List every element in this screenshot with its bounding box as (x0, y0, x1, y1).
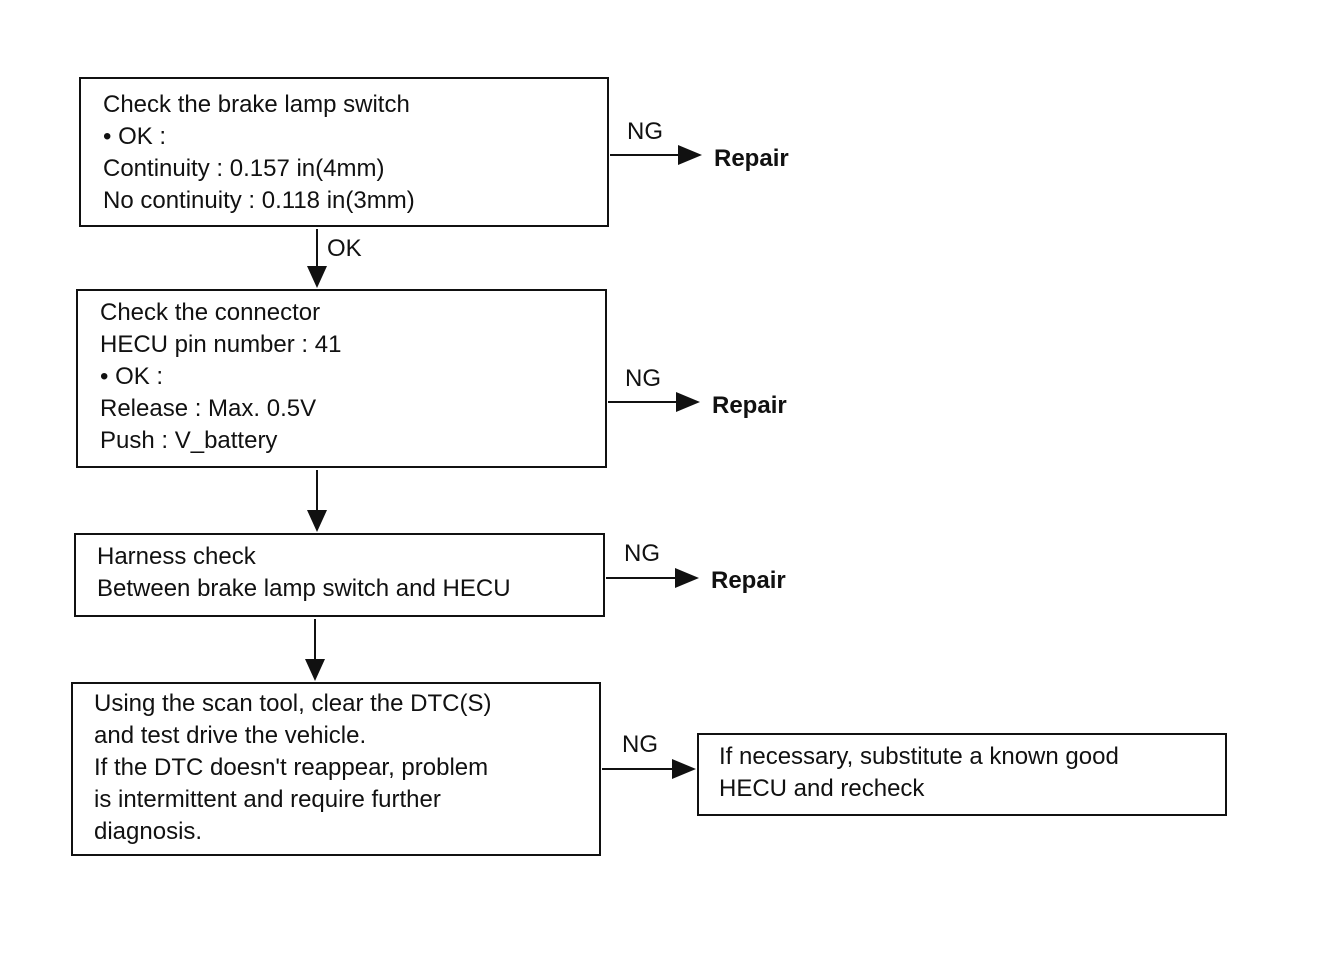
ng-arrow-1 (610, 145, 702, 165)
flow-arrow-2-to-3 (307, 470, 327, 532)
step-box-connector: Check the connector HECU pin number : 41… (76, 289, 607, 468)
step-4-line: If the DTC doesn't reappear, problem (94, 754, 489, 781)
repair-label-2: Repair (712, 392, 787, 419)
step-4-line: and test drive the vehicle. (94, 722, 367, 749)
flow-arrow-1-to-2 (307, 229, 327, 288)
step-2-line: HECU pin number : 41 (100, 331, 342, 358)
step-box-scan-tool: Using the scan tool, clear the DTC(S) an… (71, 682, 601, 856)
step-3-line: Harness check (97, 543, 256, 570)
ok-label: OK (327, 235, 362, 262)
step-4-line: Using the scan tool, clear the DTC(S) (94, 690, 492, 717)
step-2-line: Check the connector (100, 299, 321, 326)
final-line: If necessary, substitute a known good (719, 743, 1119, 770)
step-1-line: Continuity : 0.157 in(4mm) (103, 155, 385, 182)
step-2-line: Release : Max. 0.5V (100, 395, 317, 422)
repair-label-1: Repair (714, 145, 789, 172)
step-box-harness-check: Harness check Between brake lamp switch … (74, 533, 605, 617)
step-box-brake-lamp-switch: Check the brake lamp switch • OK : Conti… (79, 77, 609, 227)
step-2-line: Push : V_battery (100, 427, 278, 454)
step-4-line: is intermittent and require further (94, 786, 441, 813)
repair-label-3: Repair (711, 567, 786, 594)
final-box-substitute-hecu: If necessary, substitute a known good HE… (697, 733, 1227, 816)
step-2-line: • OK : (100, 363, 164, 390)
step-3-line: Between brake lamp switch and HECU (97, 575, 511, 602)
ng-label-3: NG (624, 540, 660, 567)
ng-arrow-3 (606, 568, 699, 588)
step-1-line: Check the brake lamp switch (103, 91, 410, 118)
step-1-line: • OK : (103, 123, 167, 150)
step-1-line: No continuity : 0.118 in(3mm) (103, 187, 415, 214)
ng-arrow-2 (608, 392, 700, 412)
final-line: HECU and recheck (719, 775, 925, 802)
flow-arrow-3-to-4 (305, 619, 325, 681)
step-4-line: diagnosis. (94, 818, 203, 845)
ng-label-2: NG (625, 365, 661, 392)
ng-arrow-4 (602, 759, 696, 779)
ng-label-1: NG (627, 118, 663, 145)
ng-label-4: NG (622, 731, 658, 758)
